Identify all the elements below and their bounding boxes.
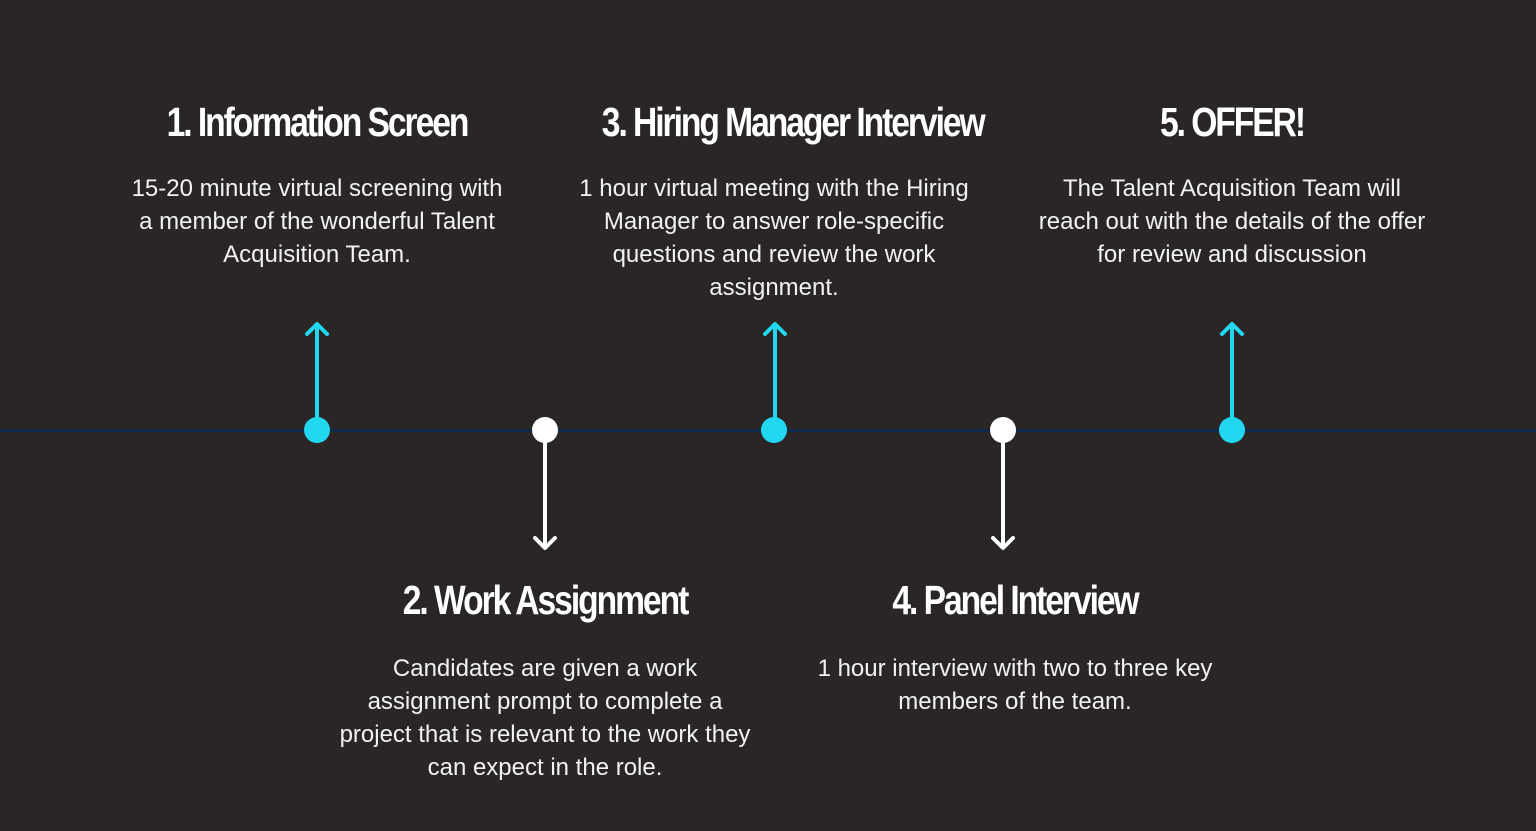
step-4-description: 1 hour interview with two to three key m… (817, 655, 1213, 715)
step-1-description: 15-20 minute virtual screening with a me… (131, 175, 503, 268)
step-1-up-arrow-icon (305, 322, 329, 422)
step-2-down-arrow-icon (533, 438, 557, 550)
step-1-marker-dot (304, 417, 330, 443)
step-4-panel-interview: 4. Panel Interview 1 hour interview with… (805, 576, 1225, 718)
step-5-offer: 5. OFFER! The Talent Acquisition Team wi… (1022, 98, 1442, 271)
step-3-up-arrow-icon (763, 322, 787, 422)
step-3-marker-dot (761, 417, 787, 443)
step-2-work-assignment: 2. Work Assignment Candidates are given … (335, 576, 755, 784)
step-5-title: 5. OFFER! (1159, 99, 1306, 145)
step-4-title: 4. Panel Interview (892, 577, 1139, 623)
step-3-title: 3. Hiring Manager Interview (601, 99, 986, 145)
step-5-up-arrow-icon (1220, 322, 1244, 422)
step-1-title: 1. Information Screen (166, 99, 470, 145)
step-4-down-arrow-icon (991, 438, 1015, 550)
step-5-description: The Talent Acquisition Team will reach o… (1038, 175, 1426, 268)
step-3-hiring-manager-interview: 3. Hiring Manager Interview 1 hour virtu… (564, 98, 986, 304)
step-5-marker-dot (1219, 417, 1245, 443)
step-2-description: Candidates are given a work assignment p… (339, 655, 751, 781)
step-1-information-screen: 1. Information Screen 15-20 minute virtu… (107, 98, 527, 271)
step-3-description: 1 hour virtual meeting with the Hiring M… (579, 175, 969, 301)
step-2-title: 2. Work Assignment (402, 577, 689, 623)
